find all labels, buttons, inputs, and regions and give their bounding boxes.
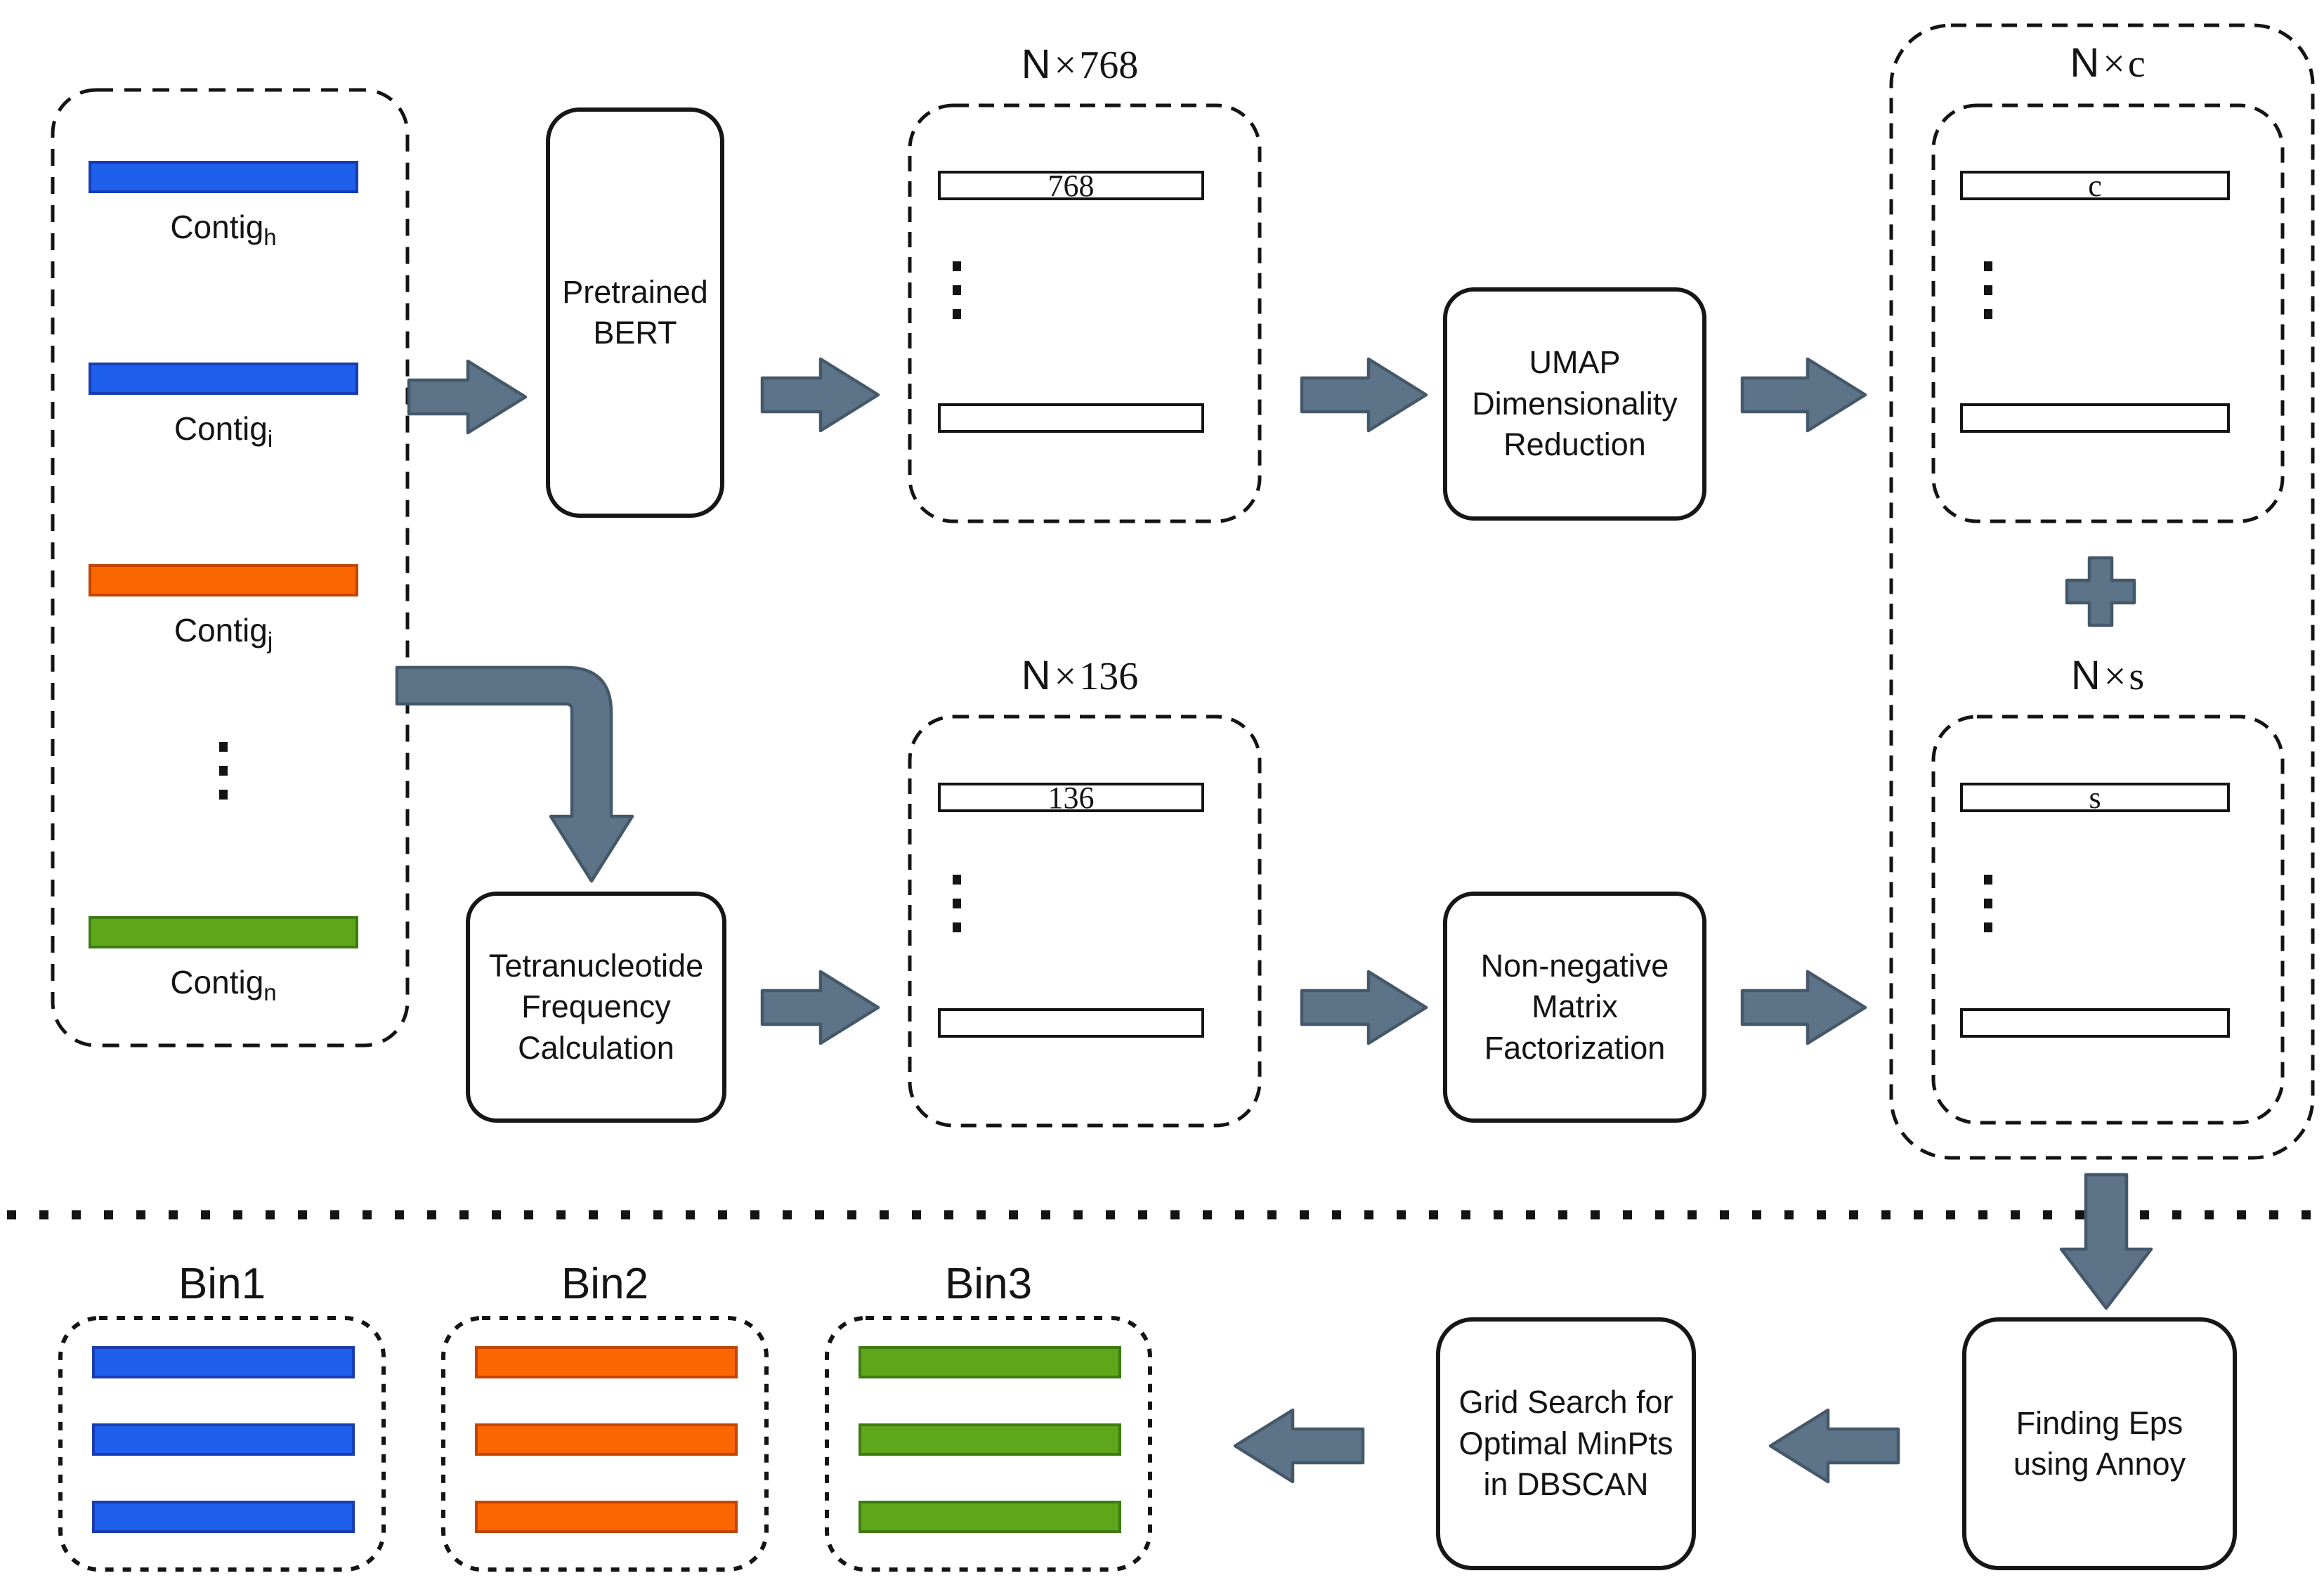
- bin2-bar-3: [475, 1501, 738, 1533]
- arrow-nmf-to-s-icon: [1740, 970, 1867, 1045]
- arrow-contigs-to-bert-icon: [407, 359, 528, 435]
- finding-eps-box: Finding Eps using Annoy: [1962, 1317, 2237, 1570]
- matrix-c-last-row: [1960, 403, 2230, 433]
- matrix-s-vertical-ellipsis-icon: [1984, 875, 1992, 932]
- matrix-768-vertical-ellipsis-icon: [953, 261, 961, 319]
- arrow-umap-to-c-icon: [1740, 357, 1867, 433]
- tetranucleotide-box: Tetranucleotide Frequency Calculation: [466, 892, 726, 1123]
- matrix-136-border: [908, 715, 1262, 1128]
- matrix-c-row-label: c: [2088, 168, 2102, 203]
- bin1-border: [58, 1316, 386, 1572]
- arrow-combined-down-icon: [2059, 1173, 2153, 1310]
- bin3-bar-1: [859, 1346, 1121, 1378]
- arrow-grid-to-bin3-icon: [1233, 1408, 1365, 1484]
- pretrained-bert-box: Pretrained BERT: [546, 107, 724, 518]
- matrix-s-last-row: [1960, 1008, 2230, 1038]
- bin3-bar-3: [859, 1501, 1121, 1533]
- contig-n-label: Contign: [170, 964, 277, 1006]
- matrix-c-vertical-ellipsis-icon: [1984, 261, 1992, 319]
- contig-vertical-ellipsis-icon: [219, 742, 228, 800]
- matrix-768-first-row: [938, 171, 1204, 200]
- matrix-s-title: N×s: [2070, 653, 2145, 698]
- bin2-bar-1: [475, 1346, 738, 1378]
- matrix-136-title: N×136: [1021, 653, 1139, 698]
- combined-features-border: [1889, 23, 2315, 1160]
- contig-i-label: Contigi: [174, 410, 273, 452]
- matrix-s-row-label: s: [2089, 780, 2101, 815]
- bin1-bar-2: [92, 1423, 355, 1456]
- bin2-border: [441, 1316, 769, 1572]
- bin3-bar-2: [859, 1423, 1121, 1456]
- bin2-label: Bin2: [561, 1260, 649, 1308]
- matrix-768-title: N×768: [1021, 41, 1139, 87]
- bin1-label: Bin1: [178, 1260, 266, 1308]
- contig-h-label: Contigh: [170, 209, 277, 251]
- arrow-bert-to-768-icon: [760, 357, 880, 433]
- arrow-tetra-to-136-icon: [760, 970, 880, 1045]
- contig-j-label: Contigj: [174, 612, 273, 654]
- arrow-contigs-to-tetra-elbow-icon: [395, 665, 634, 883]
- matrix-s-first-row: [1960, 783, 2230, 812]
- matrix-136-first-row: [938, 783, 1204, 812]
- umap-box: UMAP Dimensionality Reduction: [1443, 287, 1706, 521]
- matrix-768-row-label: 768: [1047, 168, 1095, 203]
- matrix-c-border: [1931, 103, 2285, 523]
- matrix-136-vertical-ellipsis-icon: [953, 875, 961, 932]
- contig-bar-i: [89, 363, 358, 395]
- arrow-eps-to-grid-icon: [1768, 1408, 1900, 1484]
- grid-search-box: Grid Search for Optimal MinPts in DBSCAN: [1436, 1317, 1696, 1570]
- nmf-box: Non-negative Matrix Factorization: [1443, 892, 1706, 1123]
- matrix-768-border: [908, 103, 1262, 523]
- matrix-c-title: N×c: [2070, 40, 2146, 86]
- contig-bar-n: [89, 916, 358, 948]
- contig-bar-j: [89, 564, 358, 596]
- bin2-bar-2: [475, 1423, 738, 1456]
- matrix-136-last-row: [938, 1008, 1204, 1038]
- matrix-136-row-label: 136: [1047, 780, 1095, 815]
- bin3-border: [825, 1316, 1152, 1572]
- bin3-label: Bin3: [944, 1260, 1033, 1308]
- matrix-s-border: [1931, 715, 2285, 1125]
- bin1-bar-1: [92, 1346, 355, 1378]
- matrix-c-first-row: [1960, 171, 2230, 200]
- bin1-bar-3: [92, 1501, 355, 1533]
- matrix-768-last-row: [938, 403, 1204, 433]
- contig-bar-h: [89, 161, 358, 193]
- contig-panel-border: [51, 88, 410, 1048]
- plus-icon: [2065, 556, 2136, 627]
- arrow-768-to-umap-icon: [1300, 357, 1428, 433]
- arrow-136-to-nmf-icon: [1300, 970, 1428, 1045]
